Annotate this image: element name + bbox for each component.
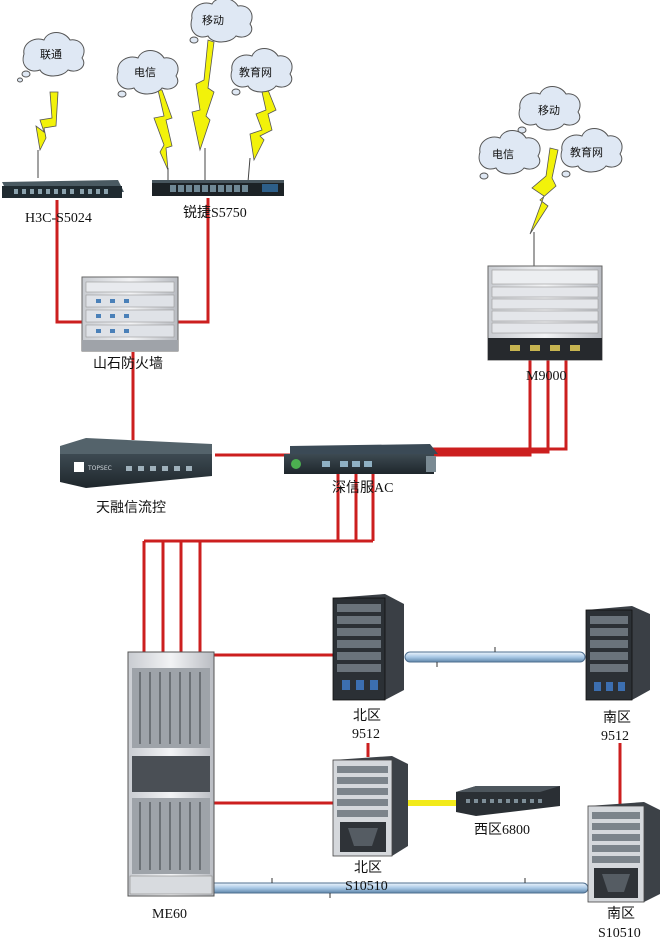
- label-north-9512-line1: 北区: [353, 708, 381, 724]
- link-northS10510-west6800: [406, 800, 456, 806]
- link-h3c-firewall: [55, 200, 90, 324]
- cloud-edu-left: 教育网: [230, 48, 293, 96]
- lightning-edu-left-icon: [249, 89, 277, 162]
- label-firewall: 山石防火墙: [93, 356, 163, 372]
- link-ac-m9000-1: [425, 360, 532, 457]
- cloud-telecom-left: 电信: [116, 50, 179, 98]
- device-h3c-s5024: [2, 180, 124, 198]
- device-sangfor-ac: [284, 444, 438, 474]
- device-south-9512: [585, 606, 650, 701]
- cloud-telecom-right: 电信: [478, 130, 541, 180]
- link-ac-m9000-3: [425, 360, 568, 451]
- lightning-unicom-icon: [35, 91, 59, 152]
- cloud-mobile-right: 移动: [517, 86, 581, 134]
- device-firewall: [81, 276, 179, 352]
- label-south-s10510-line2: S10510: [598, 926, 641, 941]
- label-me60: ME60: [152, 907, 187, 922]
- antenna-lines: [37, 148, 535, 266]
- cloud-mobile-left-label: 移动: [202, 14, 224, 27]
- device-me60: [127, 651, 215, 897]
- label-west-6800: 西区6800: [474, 822, 530, 838]
- label-north-s10510-line2: S10510: [345, 879, 388, 894]
- cloud-edu-left-label: 教育网: [239, 65, 272, 79]
- device-north-9512: [332, 594, 404, 701]
- label-south-s10510-line1: 南区: [607, 906, 635, 922]
- cloud-mobile-right-label: 移动: [538, 104, 560, 117]
- cloud-edu-right: 教育网: [560, 128, 623, 178]
- label-flow-control: 天融信流控: [96, 500, 166, 516]
- link-ac-m9000-2: [425, 360, 550, 454]
- cloud-mobile-left: 移动: [189, 0, 253, 44]
- lightning-right-icon: [529, 147, 559, 235]
- cloud-telecom-left-label: 电信: [134, 66, 156, 79]
- device-north-s10510: [332, 756, 408, 857]
- trunk-north-south-9512: [404, 647, 586, 667]
- svg-text:TOPSEC: TOPSEC: [87, 465, 112, 472]
- lightning-bolts: [35, 39, 559, 235]
- cloud-unicom-label: 联通: [40, 48, 62, 61]
- label-m9000: M9000: [526, 369, 566, 384]
- label-north-9512-line2: 9512: [352, 727, 380, 742]
- link-ruijie-firewall: [176, 198, 210, 324]
- device-south-s10510: [587, 802, 660, 903]
- cloud-unicom: 联通: [17, 32, 85, 83]
- device-west-6800: [456, 786, 560, 816]
- device-ruijie-s5750: [152, 180, 284, 196]
- label-h3c-s5024: H3C-S5024: [25, 211, 92, 226]
- device-m9000: [487, 265, 603, 361]
- label-south-9512-line2: 9512: [601, 729, 629, 744]
- trunk-me60-south-s10510: [207, 878, 589, 898]
- lightning-telecom-left-icon: [153, 89, 173, 171]
- lightning-mobile-left-icon: [191, 39, 215, 152]
- label-ruijie-s5750: 锐捷S5750: [183, 205, 247, 221]
- label-south-9512-line1: 南区: [603, 710, 631, 726]
- cloud-telecom-right-label: 电信: [492, 148, 514, 161]
- device-flow-control: TOPSEC: [60, 438, 212, 488]
- cloud-edu-right-label: 教育网: [570, 145, 603, 159]
- label-sangfor-ac: 深信服AC: [332, 480, 393, 496]
- red-links: [55, 198, 622, 805]
- label-north-s10510-line1: 北区: [354, 860, 382, 876]
